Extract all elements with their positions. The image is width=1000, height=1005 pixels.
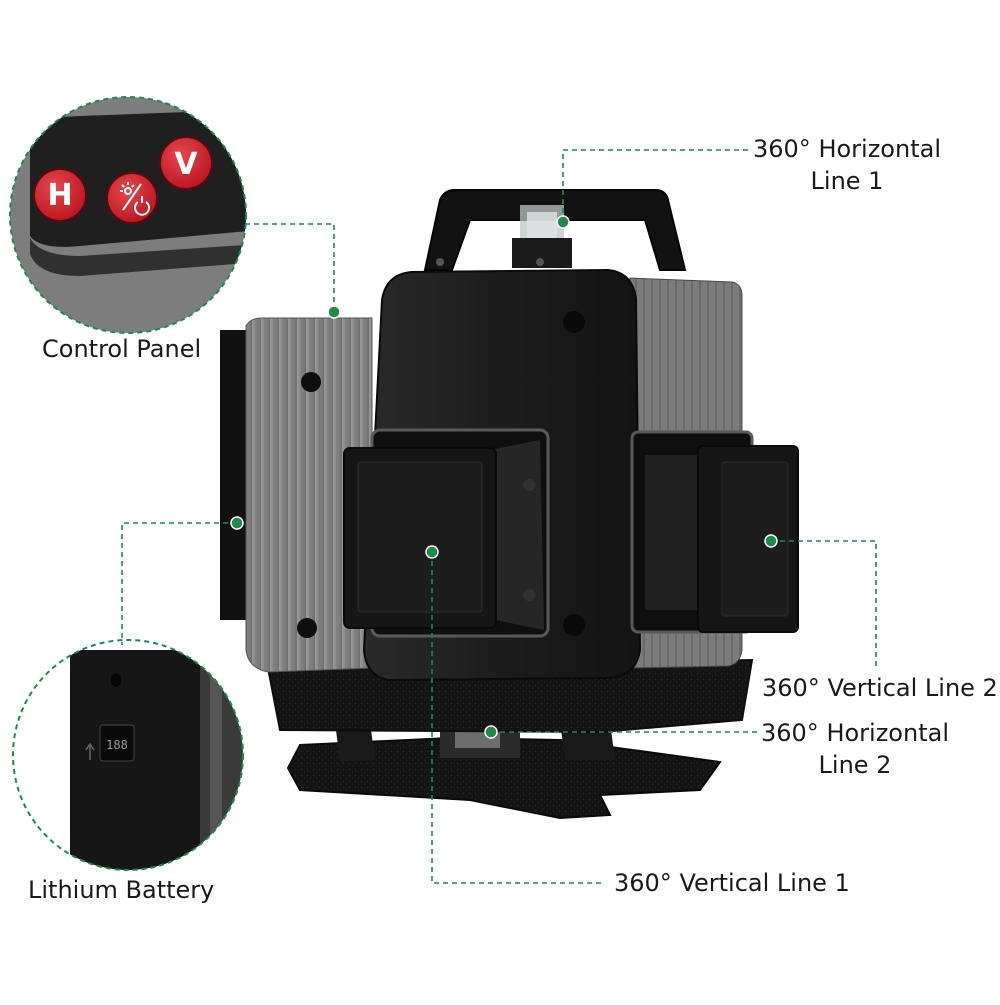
side-laser-window xyxy=(630,430,799,634)
label-horizontal-line-1: 360° Horizontal Line 1 xyxy=(752,133,942,197)
label-horizontal-line-2-line2: Line 2 xyxy=(818,751,892,779)
label-horizontal-line-2-line1: 360° Horizontal xyxy=(761,719,949,747)
leader-vertical-line-2 xyxy=(771,540,877,670)
vertical-button-label: V xyxy=(174,147,198,182)
horizontal-button-label: H xyxy=(47,178,72,213)
leader-lithium-battery xyxy=(121,522,237,645)
label-horizontal-line-2: 360° Horizontal Line 2 xyxy=(760,717,950,781)
left-housing xyxy=(220,317,373,673)
leader-lines xyxy=(121,149,877,884)
label-horizontal-line-1-line1: 360° Horizontal xyxy=(753,135,941,163)
top-handle xyxy=(423,189,687,271)
laser-power-icon xyxy=(120,182,150,216)
battery-callout-icon: 188 xyxy=(12,639,244,871)
front-laser-window xyxy=(343,428,550,638)
base-stand xyxy=(286,722,722,820)
label-control-panel: Control Panel xyxy=(42,335,202,363)
control-panel-callout-icon: H V xyxy=(9,96,247,334)
leader-vertical-line-1 xyxy=(431,552,605,884)
leader-control-panel xyxy=(245,223,335,310)
leader-horizontal-line-1 xyxy=(562,149,748,222)
battery-display-text: 188 xyxy=(106,738,128,752)
label-horizontal-line-1-line2: Line 1 xyxy=(810,167,884,195)
label-lithium-battery: Lithium Battery xyxy=(28,876,215,904)
label-vertical-line-2: 360° Vertical Line 2 xyxy=(762,674,998,702)
label-vertical-line-1: 360° Vertical Line 1 xyxy=(614,869,850,897)
leader-dots xyxy=(230,215,778,739)
